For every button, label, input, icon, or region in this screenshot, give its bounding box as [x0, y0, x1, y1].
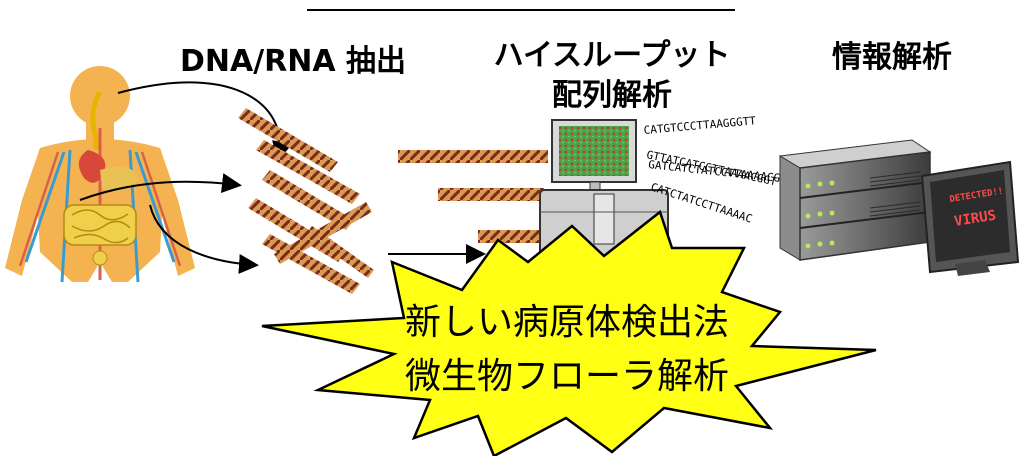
monitor-virus-text: VIRUS — [953, 208, 997, 230]
human-body-icon — [5, 66, 195, 283]
burst-text: 新しい病原体検出法 微生物フローラ解析 — [405, 296, 730, 404]
extracted-dna-icon — [238, 108, 374, 294]
sequencing-dna-icon — [398, 150, 548, 275]
burst-line2: 微生物フローラ解析 — [405, 356, 730, 397]
sequence-read: GATCATCTATCCTTAAAACGGTA — [648, 158, 801, 187]
monitor-icon: DETECTED!! VIRUS — [920, 160, 1020, 276]
highlight-burst — [261, 209, 877, 456]
burst-line1: 新しい病原体検出法 — [405, 302, 730, 343]
step-analysis-label: 情報解析 — [832, 40, 952, 75]
step-sequencing-label: ハイスループット 配列解析 — [478, 36, 746, 116]
step-sequencing-line1: ハイスループット — [493, 38, 731, 73]
sequence-read: CATGTCCCTTAAGGGTT — [643, 114, 757, 137]
server-icon — [778, 139, 932, 261]
step-extract-label: DNA/RNA 抽出 — [180, 44, 407, 79]
step-sequencing-line2: 配列解析 — [552, 78, 672, 113]
